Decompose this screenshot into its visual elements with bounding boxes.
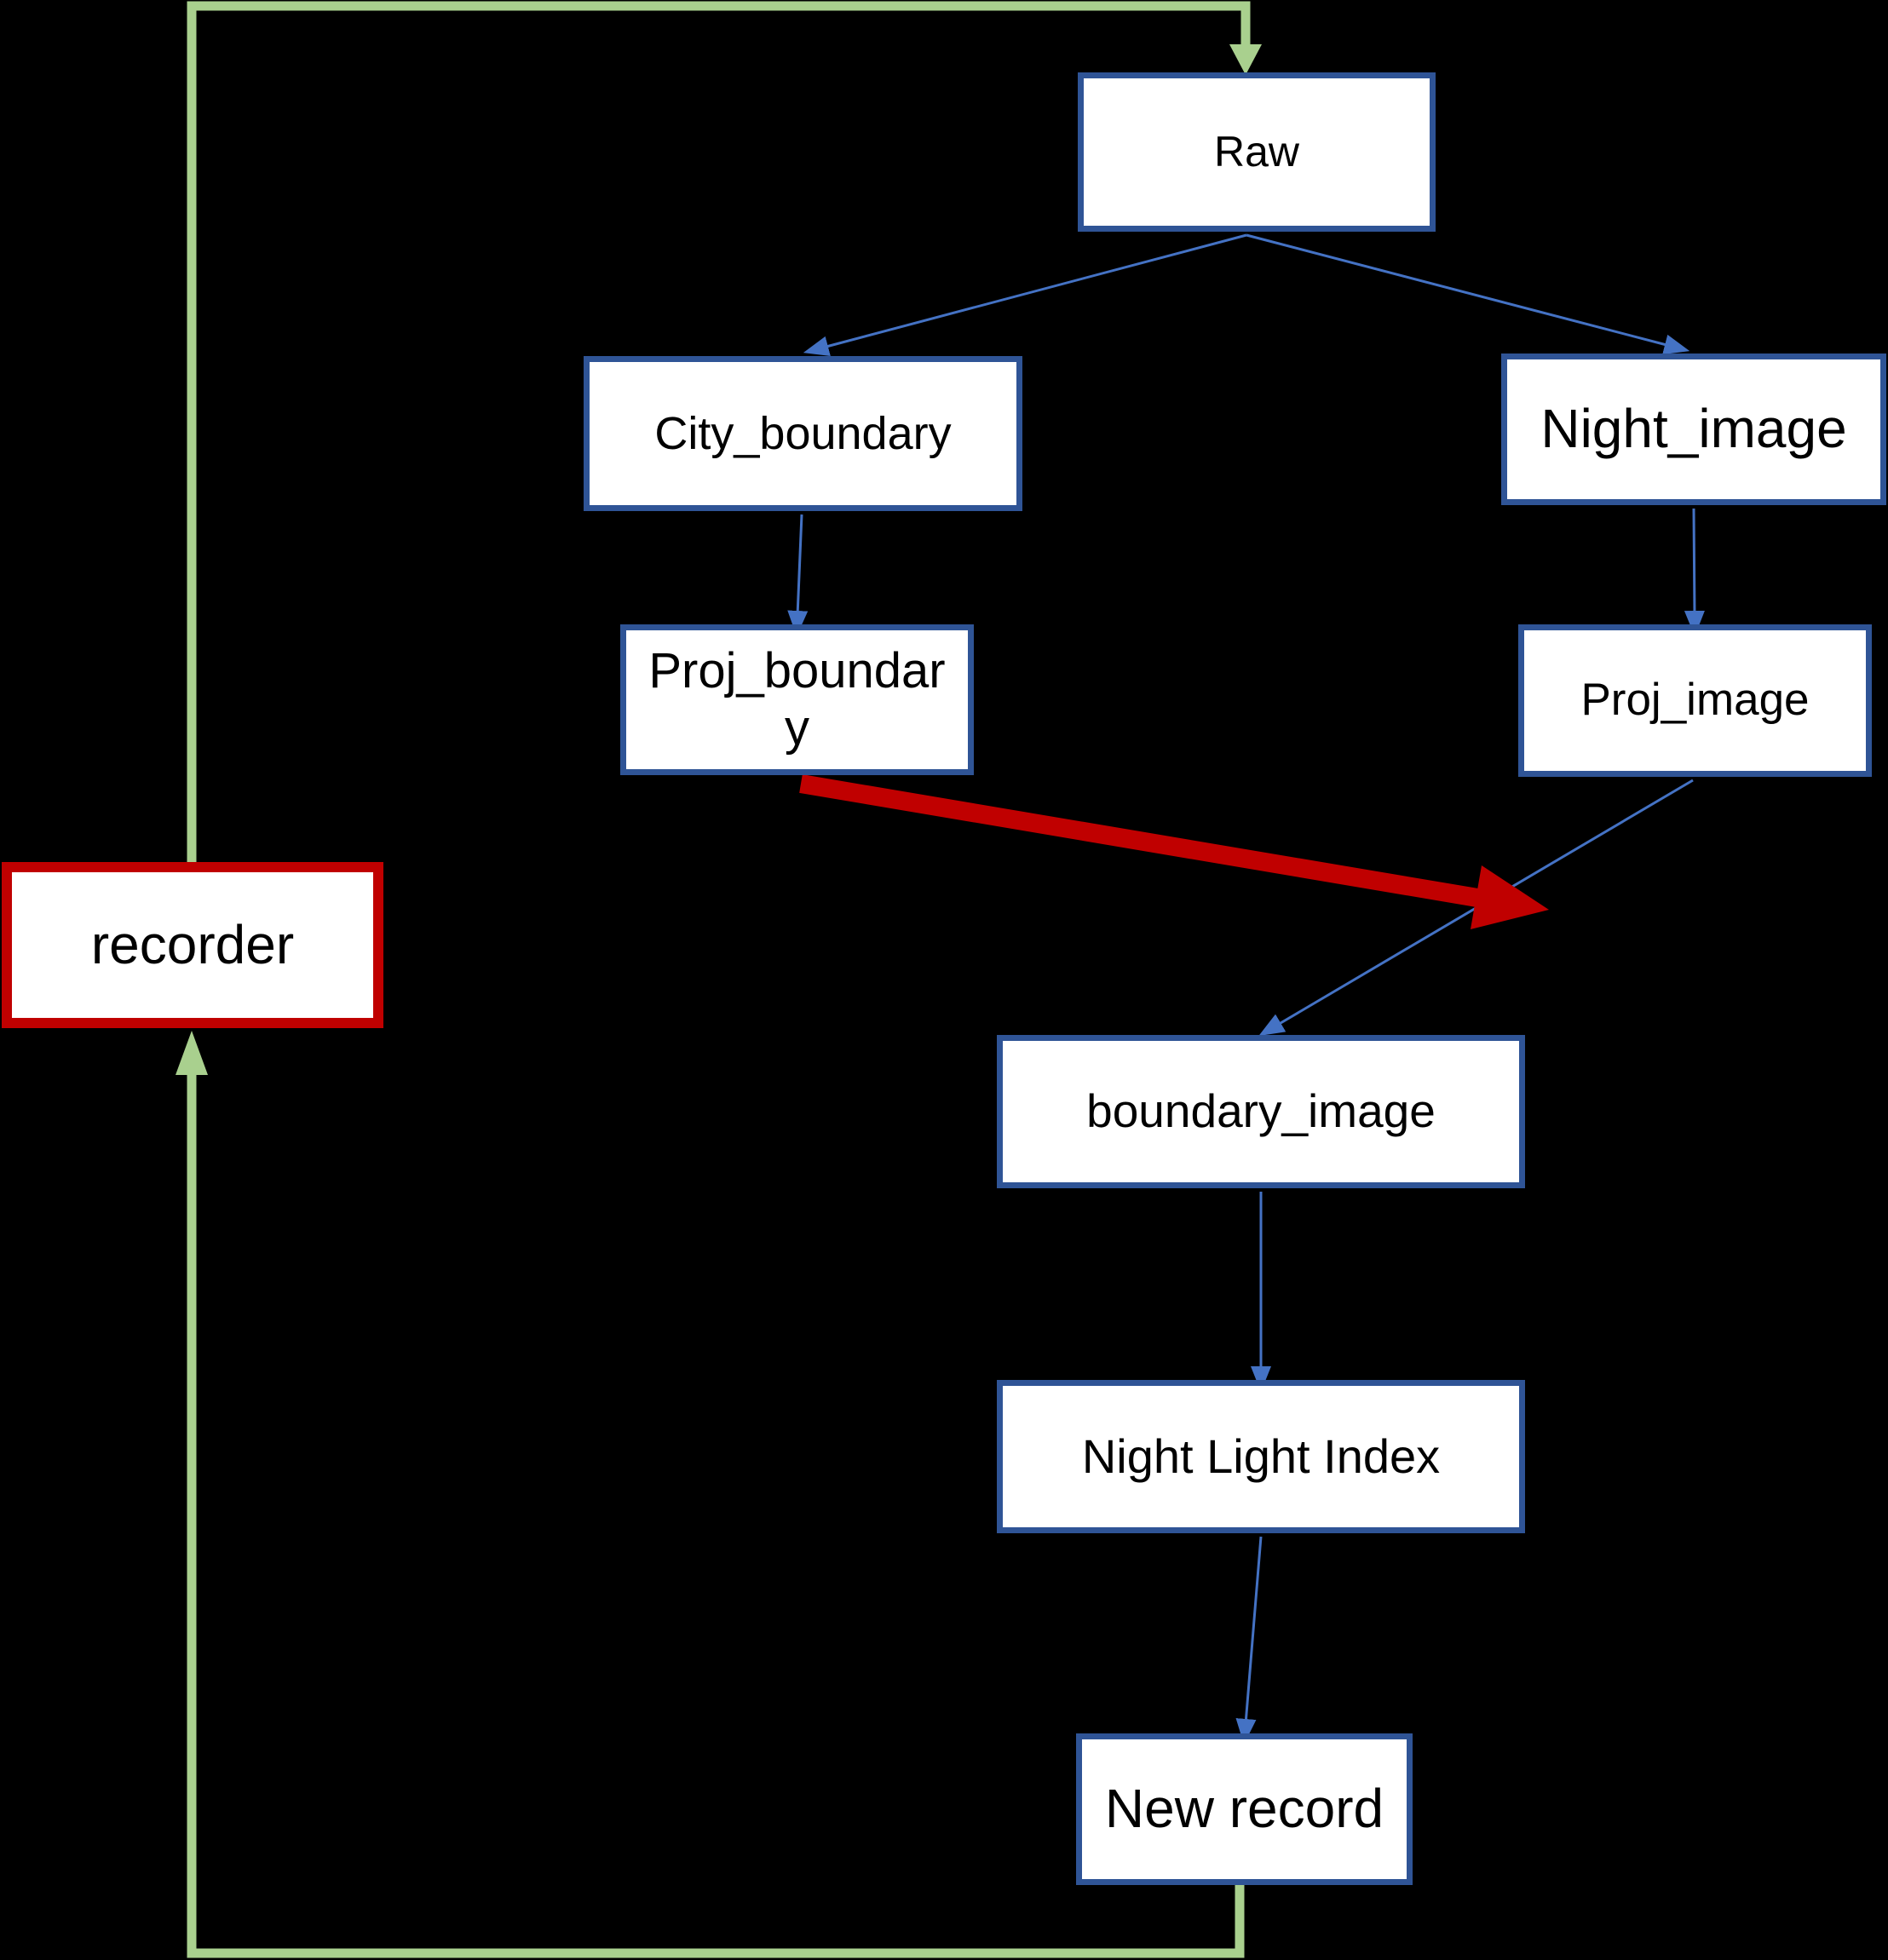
red-arrow-shaft xyxy=(799,774,1479,907)
edge-nightlightindex-newrecord xyxy=(1235,1536,1263,1744)
node-night-image-label: Night_image xyxy=(1540,398,1847,460)
node-proj-boundary: Proj_boundary xyxy=(620,624,974,775)
node-recorder-label: recorder xyxy=(90,913,295,975)
loop-newrecord-to-recorder xyxy=(187,1073,1245,1958)
node-night-image: Night_image xyxy=(1501,353,1886,505)
node-recorder: recorder xyxy=(2,862,383,1028)
node-night-light-index-label: Night Light Index xyxy=(1081,1428,1441,1483)
node-raw: Raw xyxy=(1078,72,1436,232)
red-arrow-head xyxy=(1471,865,1549,929)
node-new-record-label: New record xyxy=(1104,1778,1384,1840)
node-boundary-image-label: boundary_image xyxy=(1086,1084,1436,1138)
loop-recorder-arrowhead xyxy=(176,1031,208,1075)
edge-cityboundary-projboundary xyxy=(787,514,809,636)
edge-raw-nightimage xyxy=(1246,233,1690,355)
node-proj-image-label: Proj_image xyxy=(1580,675,1810,726)
node-new-record: New record xyxy=(1076,1733,1413,1885)
node-night-light-index: Night Light Index xyxy=(997,1380,1525,1533)
node-proj-boundary-label: Proj_boundary xyxy=(648,642,946,756)
node-city-boundary: City_boundary xyxy=(584,356,1022,511)
node-proj-image: Proj_image xyxy=(1518,624,1872,777)
node-city-boundary-label: City_boundary xyxy=(654,407,952,459)
edge-raw-cityboundary xyxy=(803,233,1247,357)
loop-raw-arrowhead xyxy=(1229,44,1262,75)
loop-recorder-to-raw xyxy=(187,1,1251,862)
node-boundary-image: boundary_image xyxy=(997,1035,1525,1188)
edge-nightimage-projimage xyxy=(1684,508,1705,636)
node-raw-label: Raw xyxy=(1213,127,1300,175)
